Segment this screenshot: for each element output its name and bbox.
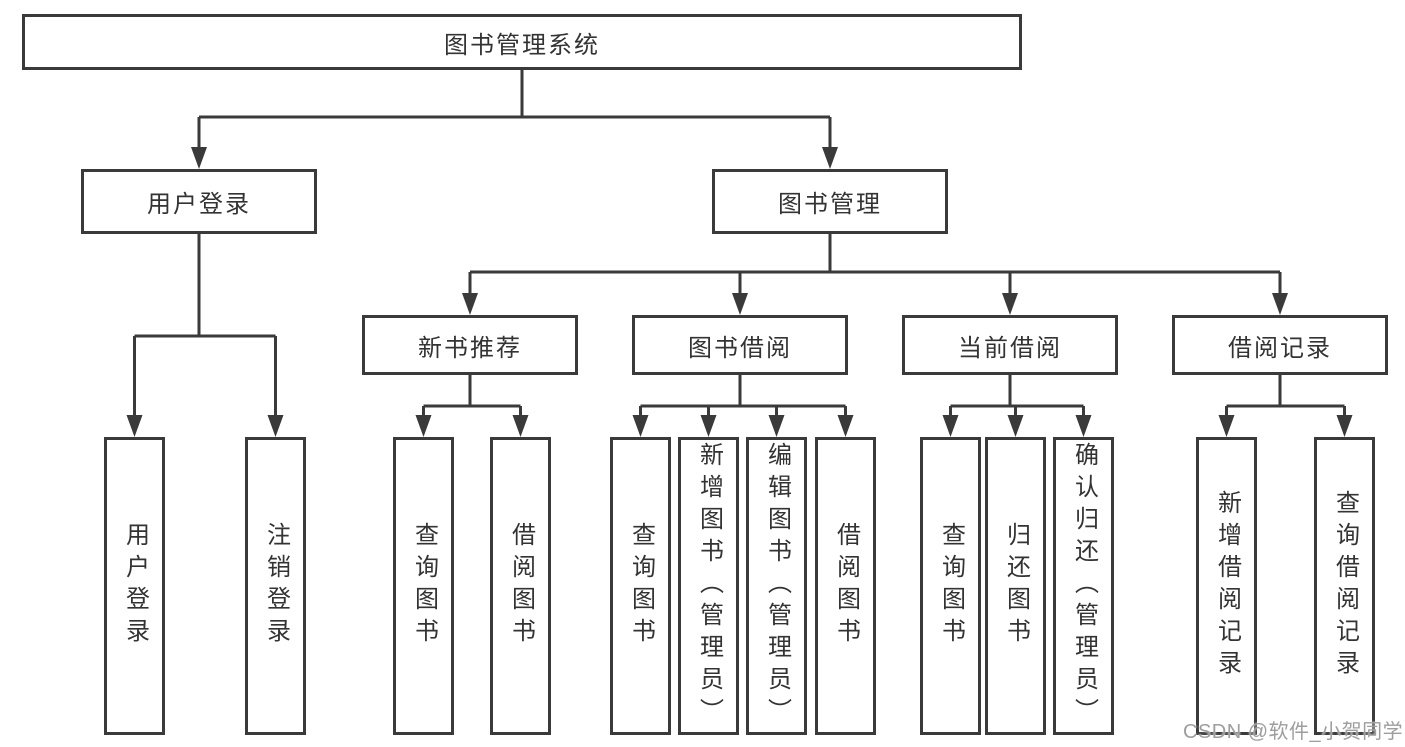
- leaf-edit-books-admin: 编辑图书（管理员）: [746, 437, 807, 735]
- node-current-borrowing-label: 当前借阅: [958, 334, 1062, 362]
- arrow-down-icon: [126, 415, 143, 437]
- leaf-borrow-books-borrowing: 借阅图书: [815, 437, 876, 735]
- node-library-system-label: 图书管理系统: [444, 31, 600, 59]
- node-new-book-recommendation: 新书推荐: [362, 315, 578, 375]
- leaf-query-books-current-label: 查询图书: [937, 522, 965, 650]
- leaf-return-books: 归还图书: [985, 437, 1046, 735]
- arrow-down-icon: [1007, 415, 1024, 437]
- arrow-down-icon: [1002, 293, 1018, 315]
- connector-book-management: [468, 234, 1282, 296]
- leaf-borrow-books-recommend: 借阅图书: [490, 437, 551, 735]
- leaf-edit-books-admin-label: 编辑图书（管理员）: [763, 442, 791, 730]
- leaf-add-books-admin-label: 新增图书（管理员）: [695, 442, 723, 730]
- leaf-query-books-borrowing: 查询图书: [610, 437, 671, 735]
- connector-book-borrowing: [639, 375, 847, 418]
- node-user-login: 用户登录: [81, 169, 317, 234]
- leaf-borrow-books-recommend-label: 借阅图书: [507, 522, 535, 650]
- connector-root: [197, 70, 832, 150]
- arrow-down-icon: [768, 415, 785, 437]
- node-book-management-label: 图书管理: [778, 191, 882, 218]
- leaf-query-books-borrowing-label: 查询图书: [627, 522, 655, 650]
- connector-user-login: [133, 234, 277, 418]
- leaf-return-books-label: 归还图书: [1002, 522, 1030, 650]
- arrow-down-icon: [1218, 415, 1235, 437]
- leaf-confirm-return-admin: 确认归还（管理员）: [1053, 437, 1114, 735]
- watermark: CSDN @软件_小贺同学: [1183, 721, 1404, 743]
- connector-current-borrowing: [949, 375, 1085, 418]
- node-borrowing-records-label: 借阅记录: [1228, 334, 1332, 362]
- leaf-query-books-current: 查询图书: [920, 437, 981, 735]
- arrow-down-icon: [732, 293, 748, 315]
- arrow-down-icon: [191, 147, 207, 169]
- connector-new-book: [422, 375, 522, 418]
- leaf-confirm-return-admin-label: 确认归还（管理员）: [1070, 442, 1098, 730]
- arrow-down-icon: [1075, 415, 1092, 437]
- leaf-borrow-books-borrowing-label: 借阅图书: [832, 522, 860, 650]
- leaf-query-borrow-record-label: 查询借阅记录: [1331, 490, 1359, 682]
- arrow-down-icon: [462, 293, 478, 315]
- arrow-down-icon: [415, 415, 432, 437]
- arrow-down-icon: [632, 415, 649, 437]
- arrow-down-icon: [1336, 415, 1353, 437]
- arrow-down-icon: [700, 415, 717, 437]
- node-current-borrowing: 当前借阅: [902, 315, 1118, 375]
- leaf-query-books-recommend-label: 查询图书: [410, 522, 438, 650]
- leaf-query-books-recommend: 查询图书: [393, 437, 454, 735]
- arrow-down-icon: [267, 415, 284, 437]
- leaf-add-borrow-record-label: 新增借阅记录: [1213, 490, 1241, 682]
- arrow-down-icon: [942, 415, 959, 437]
- node-book-management: 图书管理: [712, 169, 948, 234]
- node-user-login-label: 用户登录: [147, 191, 251, 218]
- node-new-book-recommendation-label: 新书推荐: [418, 334, 522, 362]
- leaf-logout: 注销登录: [245, 437, 306, 735]
- connector-borrowing-records: [1225, 375, 1346, 418]
- arrow-down-icon: [512, 415, 529, 437]
- node-book-borrowing: 图书借阅: [632, 315, 848, 375]
- leaf-query-borrow-record: 查询借阅记录: [1314, 437, 1375, 735]
- leaf-add-borrow-record: 新增借阅记录: [1196, 437, 1257, 735]
- leaf-user-login: 用户登录: [104, 437, 165, 735]
- node-book-borrowing-label: 图书借阅: [688, 334, 792, 362]
- node-library-system: 图书管理系统: [22, 14, 1022, 70]
- leaf-user-login-label: 用户登录: [121, 522, 149, 650]
- arrow-down-icon: [822, 147, 838, 169]
- node-borrowing-records: 借阅记录: [1172, 315, 1388, 375]
- leaf-add-books-admin: 新增图书（管理员）: [678, 437, 739, 735]
- arrow-down-icon: [837, 415, 854, 437]
- arrow-down-icon: [1272, 293, 1288, 315]
- arrowheads: [126, 147, 1353, 437]
- leaf-logout-label: 注销登录: [262, 522, 290, 650]
